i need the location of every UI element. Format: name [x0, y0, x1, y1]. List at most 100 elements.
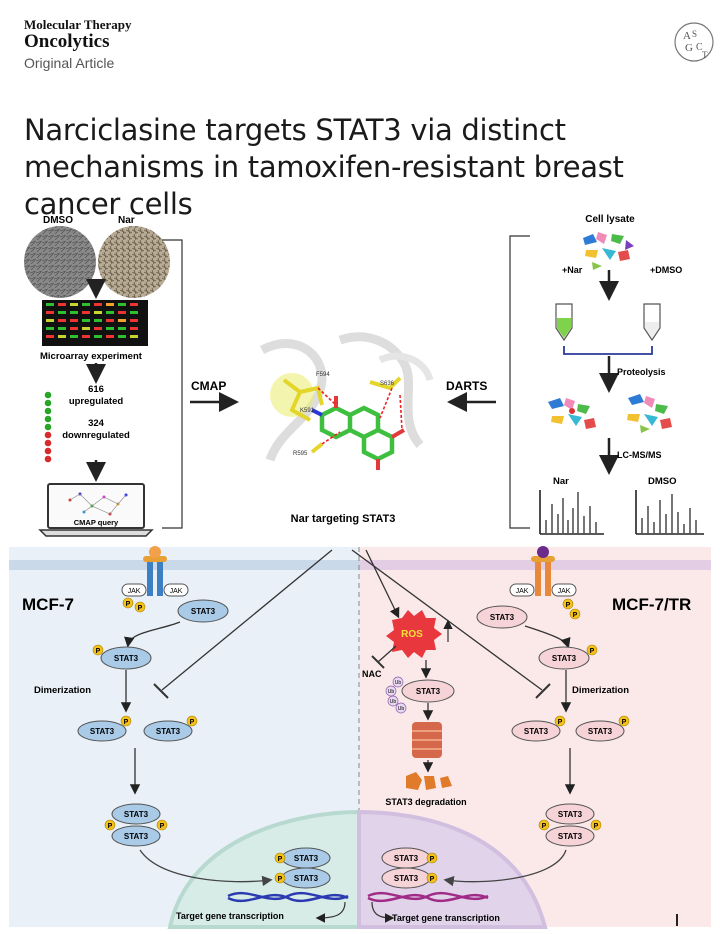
ros-burst [386, 610, 442, 658]
stat3-label: STAT3 [416, 687, 441, 696]
jak-left: JAK JAK [121, 583, 189, 597]
phospho-label: P [160, 823, 165, 830]
stat3-label: STAT3 [294, 854, 319, 863]
dmso-digest [627, 394, 672, 433]
plus-dmso-label: +DMSO [650, 265, 682, 275]
nar-cell-image [98, 226, 170, 298]
stat3-label: STAT3 [552, 654, 577, 663]
dmso-spectrum-label: DMSO [648, 476, 677, 487]
microarray-spots [46, 303, 138, 338]
jak-label: JAK [170, 588, 183, 595]
svg-text:T: T [702, 50, 708, 60]
stat3-label: STAT3 [124, 832, 149, 841]
laptop-screen [47, 483, 145, 529]
stat3-label: STAT3 [114, 654, 139, 663]
journal-name-line2: Oncolytics [24, 30, 110, 52]
pathway-panel: MCF-7 MCF-7/TR JAK JAK P P STAT3 P STAT3 [9, 546, 711, 929]
stat3-label: STAT3 [394, 874, 419, 883]
ubiquitin-chain: Ub Ub Ub Ub [385, 676, 407, 714]
transcription-label-left: Target gene transcription [176, 911, 284, 921]
svg-text:S: S [692, 29, 697, 39]
jak-label: JAK [128, 588, 141, 595]
left-panel: DMSO Nar Microarray experiment 616 upreg… [24, 215, 183, 537]
jak-label: JAK [558, 588, 571, 595]
mcf7-label: MCF-7 [22, 595, 74, 614]
phospho-label: P [278, 856, 283, 863]
transcription-label-right: Target gene transcription [392, 913, 500, 923]
right-panel: Cell lysate +Nar +DMSO Proteolysis LC-MS… [509, 214, 704, 535]
lcms-label: LC-MS/MS [617, 450, 662, 460]
residue-label-3: R595 [293, 451, 308, 457]
upregulated-count: 616 [88, 384, 104, 395]
middle-panel: CMAP DARTS F594 S636 K591 R595 Nar targe… [190, 332, 496, 525]
phospho-label: P [622, 719, 627, 726]
journal-name-line1: Molecular Therapy [24, 17, 132, 32]
stat3-label: STAT3 [524, 727, 549, 736]
stat3-label: STAT3 [90, 727, 115, 736]
microarray-label: Microarray experiment [40, 351, 143, 362]
phospho-label: P [566, 602, 571, 609]
nac-label: NAC [362, 669, 382, 679]
phospho-label: P [573, 612, 578, 619]
lysate-fragments [583, 232, 634, 270]
stat3-oval [476, 605, 528, 629]
dmso-label: DMSO [43, 215, 73, 226]
residue-label-2: K591 [300, 408, 315, 414]
article-type: Original Article [24, 54, 115, 71]
phospho-label: P [430, 876, 435, 883]
stat3-docking-structure: F594 S636 K591 R595 [259, 332, 434, 470]
cmap-query-label: CMAP query [74, 518, 119, 527]
stat3-oval [401, 679, 455, 703]
dna-left [227, 891, 349, 901]
jak-label: JAK [516, 588, 529, 595]
nar-spectrum-label: Nar [553, 476, 569, 487]
stat3-label: STAT3 [156, 727, 181, 736]
ub-label: Ub [390, 699, 397, 705]
right-bracket [509, 235, 530, 529]
microarray-image [42, 300, 148, 346]
phospho-label: P [138, 605, 143, 612]
phospho-label: P [558, 719, 563, 726]
receptor-right [531, 546, 555, 596]
phospho-label: P [124, 719, 129, 726]
phospho-label: P [542, 823, 547, 830]
mcf7tr-label: MCF-7/TR [612, 595, 691, 614]
phospho-label: P [430, 856, 435, 863]
ub-label: Ub [398, 706, 405, 712]
asgct-logo: A S G C T [674, 22, 714, 62]
dna-right [367, 891, 489, 901]
stat3-oval [177, 599, 229, 623]
cell-lysate-label: Cell lysate [585, 214, 635, 225]
plus-nar-label: +Nar [562, 265, 583, 275]
cmap-network [68, 492, 128, 516]
phospho-label: P [590, 648, 595, 655]
proteasome [412, 722, 442, 758]
stat3-label: STAT3 [191, 607, 216, 616]
ub-label: Ub [395, 680, 402, 686]
ub-label: Ub [388, 689, 395, 695]
phospho-label: P [126, 601, 131, 608]
degraded-fragments [406, 772, 452, 790]
stat3-label: STAT3 [394, 854, 419, 863]
receptor-left [143, 546, 167, 596]
phospho-label: P [108, 823, 113, 830]
proteolysis-label: Proteolysis [617, 367, 666, 377]
cmap-arrow-label: CMAP [191, 379, 226, 393]
phospho-right: P P [562, 598, 581, 620]
nar-spectrum [539, 490, 604, 535]
stat3-oval [100, 646, 152, 670]
stat3-oval [538, 646, 590, 670]
stat3-label: STAT3 [588, 727, 613, 736]
residue-label-1: S636 [380, 381, 395, 387]
dmso-cell-image [24, 226, 96, 298]
dmso-spectrum [635, 490, 704, 535]
residue-label-0: F594 [316, 372, 330, 378]
article-title: Narciclasine targets STAT3 via distinct … [24, 113, 624, 221]
phospho-label: P [594, 823, 599, 830]
stat3-label: STAT3 [558, 810, 583, 819]
stat3-label: STAT3 [558, 832, 583, 841]
svg-text:G: G [685, 42, 693, 54]
left-bracket [162, 239, 183, 529]
nar-label: Nar [118, 215, 135, 226]
